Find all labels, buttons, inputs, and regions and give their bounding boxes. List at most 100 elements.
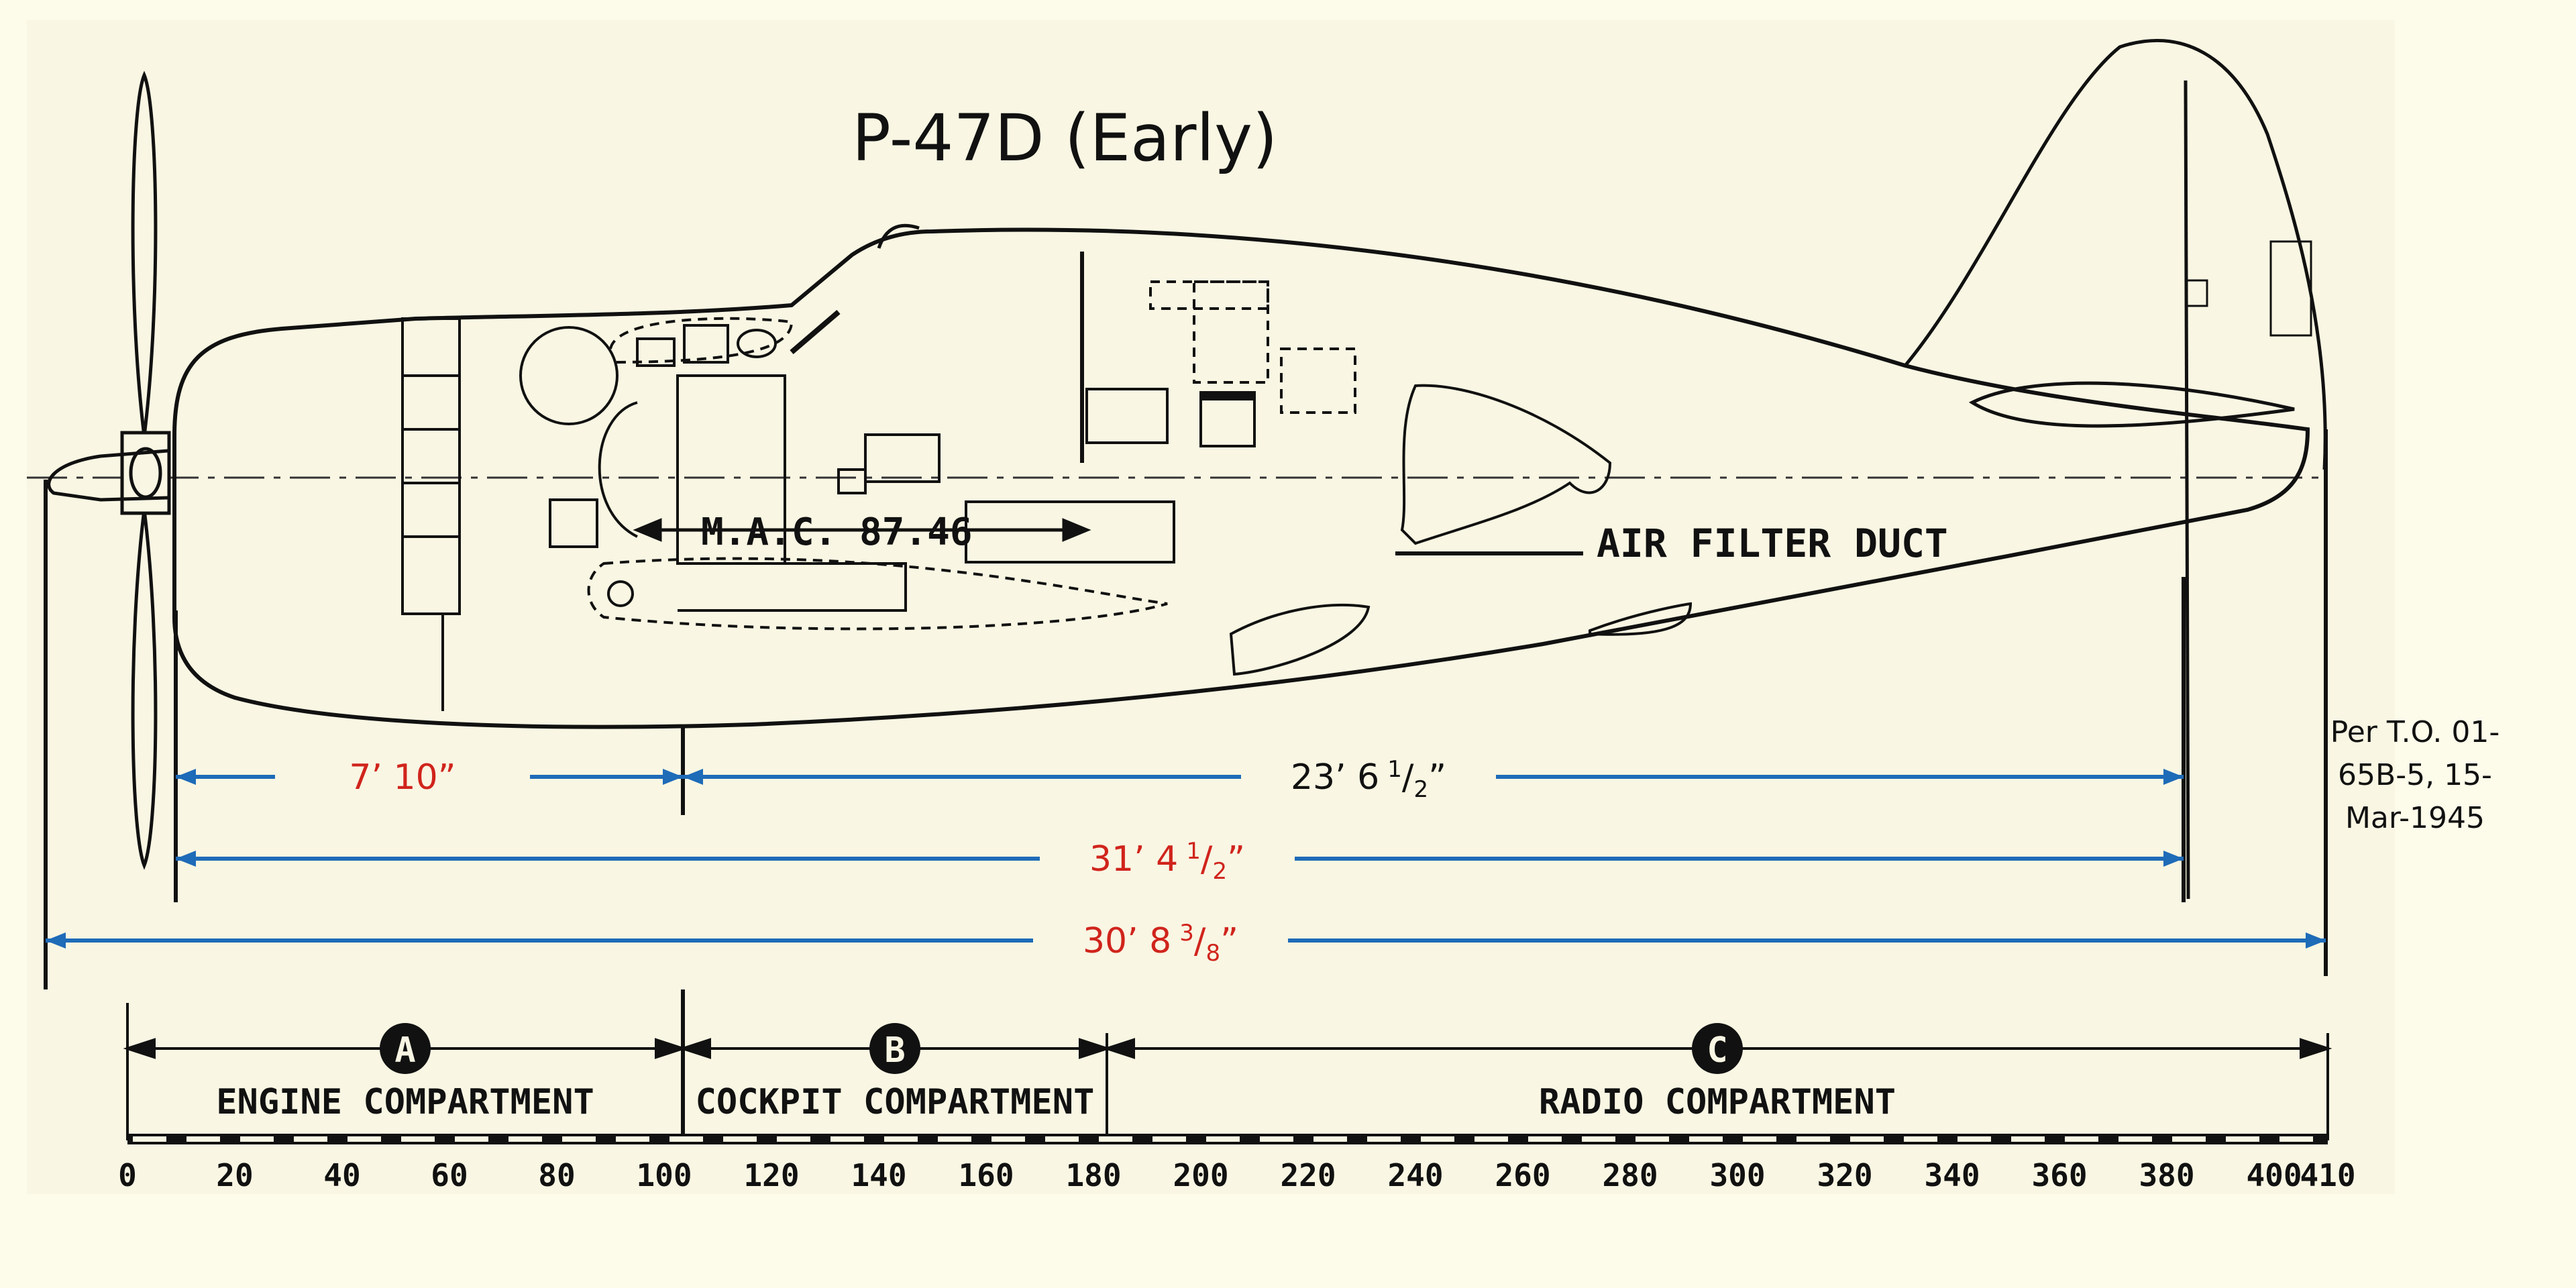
scale-segment — [2172, 1136, 2206, 1142]
compartment-letter: B — [884, 1030, 905, 1071]
scale-segment — [401, 1136, 435, 1142]
dimension-0: 7’ 10” — [176, 757, 683, 798]
scale-segment — [186, 1136, 220, 1142]
scale-label: 380 — [2139, 1157, 2194, 1193]
scale-segment — [562, 1136, 596, 1142]
compartment-name: RADIO COMPARTMENT — [1539, 1082, 1896, 1122]
reference-lines — [44, 429, 2328, 1137]
scale-segment — [2118, 1136, 2152, 1142]
scale-segment — [1635, 1136, 1669, 1142]
scale-segment — [294, 1136, 327, 1142]
scale-segment — [884, 1136, 918, 1142]
propeller — [47, 70, 171, 870]
dimension-arrow — [176, 769, 196, 785]
scale-label: 20 — [216, 1157, 253, 1193]
scale-segment — [1689, 1136, 1723, 1142]
scale-segment — [1367, 1136, 1401, 1142]
tail-marker — [2186, 279, 2208, 307]
scale-label: 120 — [743, 1157, 799, 1193]
scale-segment — [133, 1136, 166, 1142]
compartment-badge — [1692, 1023, 1743, 1074]
scale-label: 400 — [2246, 1157, 2302, 1193]
scale-label: 300 — [1709, 1157, 1765, 1193]
scale-segment — [938, 1136, 971, 1142]
scale-segment — [2011, 1136, 2045, 1142]
scale-segment — [1582, 1136, 1615, 1142]
compartment-b: B COCKPIT COMPARTMENT — [696, 1023, 1095, 1122]
scale-segment — [1796, 1136, 1830, 1142]
scale-segment — [1045, 1136, 1079, 1142]
fuselage-outline — [172, 227, 2310, 729]
scale-label: 140 — [851, 1157, 906, 1193]
mac-indicator — [633, 518, 1091, 542]
scale-segment — [1474, 1136, 1508, 1142]
compartment-name: ENGINE COMPARTMENT — [216, 1082, 594, 1122]
compartment-letter: C — [1707, 1030, 1727, 1071]
scale-label: 220 — [1280, 1157, 1336, 1193]
scale-segment — [777, 1136, 810, 1142]
scale-segment — [2279, 1136, 2313, 1142]
dimension-arrow — [2163, 851, 2184, 867]
compartment-a: A ENGINE COMPARTMENT — [216, 1023, 594, 1122]
dimension-arrow — [2163, 769, 2184, 785]
paper-background — [27, 20, 2395, 1194]
compartment-bar — [123, 1003, 2332, 1140]
scale-segment — [669, 1136, 703, 1142]
rudder-hinge — [2184, 80, 2190, 900]
scale-segment — [1260, 1136, 1293, 1142]
scale-segment — [830, 1136, 864, 1142]
scale-segment — [1850, 1136, 1884, 1142]
scale-label: 360 — [2031, 1157, 2087, 1193]
compartment-c: C RADIO COMPARTMENT — [1539, 1023, 1896, 1122]
scale-segment — [508, 1136, 542, 1142]
cowl-flaps — [401, 317, 461, 711]
scale-segment — [1206, 1136, 1240, 1142]
scale-segment — [347, 1136, 381, 1142]
scale-label: 160 — [958, 1157, 1014, 1193]
scale-label: 180 — [1065, 1157, 1121, 1193]
scale-segment — [991, 1136, 1025, 1142]
scale-segment — [2065, 1136, 2098, 1142]
scale-segment — [1528, 1136, 1562, 1142]
tail-light — [2269, 240, 2312, 337]
horizontal-stabilizer — [1968, 381, 2295, 428]
scale-segment — [723, 1136, 757, 1142]
internal-equipment — [519, 252, 1693, 676]
compartment-letter: A — [394, 1030, 415, 1071]
compartment-badge — [869, 1023, 920, 1074]
scale-segment — [616, 1136, 649, 1142]
dimension-arrow — [46, 932, 66, 949]
vertical-tail — [1904, 38, 2327, 470]
scale-segment — [1421, 1136, 1454, 1142]
compartment-name: COCKPIT COMPARTMENT — [696, 1082, 1095, 1122]
scale-label: 200 — [1173, 1157, 1228, 1193]
scale-label: 260 — [1495, 1157, 1550, 1193]
canopy-frame — [877, 223, 920, 249]
scale-label: 240 — [1387, 1157, 1443, 1193]
scale-segment — [455, 1136, 488, 1142]
diagram-title: P-47D (Early) — [852, 101, 1278, 176]
scale-segment — [1099, 1136, 1132, 1142]
scale-segment — [1313, 1136, 1347, 1142]
dimension-arrow — [663, 769, 683, 785]
dimension-arrow — [176, 851, 196, 867]
scale-segment — [2226, 1136, 2259, 1142]
scale-label: 100 — [636, 1157, 692, 1193]
dimension-arrow — [683, 769, 703, 785]
scale-label: 60 — [431, 1157, 468, 1193]
scale-segment — [1152, 1136, 1186, 1142]
scale-segment — [240, 1136, 274, 1142]
air-filter-duct-label: AIR FILTER DUCT — [1597, 521, 1948, 566]
source-note: Per T.O. 01-65B-5, 15-Mar-1945 — [2330, 715, 2500, 835]
scale-label: 280 — [1602, 1157, 1658, 1193]
scale-label: 40 — [323, 1157, 360, 1193]
scale-label: 410 — [2300, 1157, 2355, 1193]
scale-label: 320 — [1817, 1157, 1872, 1193]
